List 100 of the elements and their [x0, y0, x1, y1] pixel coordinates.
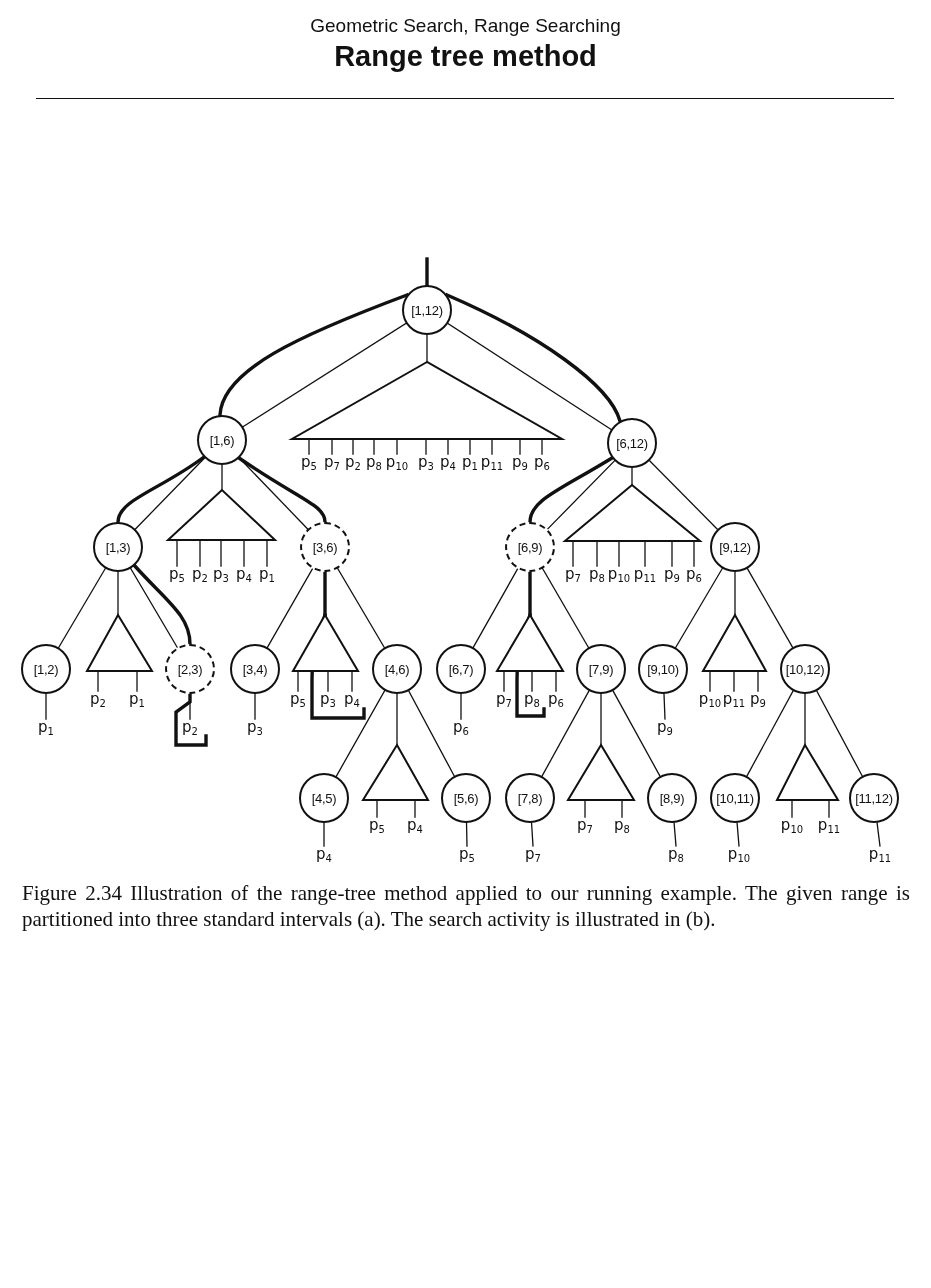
point-label: p$_{8}$ — [524, 691, 540, 709]
interval-label: [2,3) — [177, 661, 203, 677]
tree-edge — [648, 460, 719, 530]
search-path — [116, 455, 206, 524]
tree-edge — [746, 568, 794, 648]
tree-node-circle — [300, 522, 350, 572]
point-label: p$_{5}$ — [301, 454, 317, 472]
tree-edge — [242, 322, 407, 428]
subtree-triangle — [293, 615, 358, 671]
tree-edge — [876, 822, 881, 847]
point-label: p$_{7}$ — [525, 846, 541, 864]
tree-edge — [396, 693, 398, 746]
tree-edge — [266, 568, 314, 648]
point-label: p$_{10}$ — [607, 566, 631, 584]
point-label: p$_{9}$ — [664, 566, 680, 584]
tree-node-circle — [436, 644, 486, 694]
point-label: p$_{7}$ — [324, 454, 340, 472]
tree-edge — [472, 568, 519, 648]
point-label: p$_{3}$ — [213, 566, 229, 584]
interval-label: [9,12) — [719, 539, 751, 555]
tree-node-circle — [638, 644, 688, 694]
tree-edge — [254, 693, 256, 720]
tree-node-circle — [505, 522, 555, 572]
tree-edge — [58, 567, 106, 649]
subtree-triangle — [565, 485, 700, 541]
point-label: p$_{5}$ — [459, 846, 475, 864]
search-path — [528, 570, 532, 617]
point-label: p$_{4}$ — [316, 846, 332, 864]
interval-label: [1,2) — [33, 661, 59, 677]
tree-edge — [663, 693, 666, 720]
tree-node-circle — [647, 773, 697, 823]
tree-edge — [130, 567, 178, 649]
tree-node-circle — [710, 773, 760, 823]
point-label: p$_{4}$ — [407, 817, 423, 835]
point-label: p$_{11}$ — [817, 817, 841, 835]
subtree-triangle — [87, 615, 152, 671]
search-path — [425, 257, 429, 287]
tree-edge — [541, 567, 590, 649]
interval-label: [7,9) — [588, 661, 614, 677]
interval-label: [9,10) — [647, 661, 679, 677]
tree-edge — [323, 822, 325, 847]
tree-node-circle — [576, 644, 626, 694]
interval-label: [1,3) — [105, 539, 131, 555]
search-path — [174, 692, 208, 747]
tree-node-circle — [710, 522, 760, 572]
subtree-triangle — [703, 615, 766, 671]
interval-label: [5,6) — [453, 790, 479, 806]
point-label: p$_{5}$ — [369, 817, 385, 835]
search-path — [218, 293, 409, 417]
tree-node-circle — [607, 418, 657, 468]
title: Range tree method — [333, 40, 598, 73]
search-path — [237, 456, 327, 524]
search-path — [528, 456, 614, 524]
interval-label: [10,11) — [716, 790, 754, 806]
interval-label: [1,12) — [411, 302, 443, 318]
point-label: p$_{4}$ — [344, 691, 360, 709]
tree-edge — [612, 690, 661, 777]
point-label: p$_{7}$ — [496, 691, 512, 709]
tree-node-circle — [21, 644, 71, 694]
tree-edge — [408, 690, 455, 777]
point-label: p$_{8}$ — [589, 566, 605, 584]
tree-edge — [465, 822, 468, 847]
interval-label: [7,8) — [517, 790, 543, 806]
point-label: p$_{6}$ — [534, 454, 550, 472]
point-label: p$_{11}$ — [868, 846, 892, 864]
tree-edge — [673, 822, 677, 847]
point-label: p$_{9}$ — [512, 454, 528, 472]
tree-edge — [117, 571, 119, 616]
interval-label: [6,12) — [616, 435, 648, 451]
point-label: p$_{10}$ — [727, 846, 751, 864]
point-label: p$_{1}$ — [129, 691, 145, 709]
tree-node-circle — [780, 644, 830, 694]
tree-node-circle — [299, 773, 349, 823]
search-path — [445, 293, 622, 423]
tree-edge — [631, 467, 633, 486]
point-label: p$_{3}$ — [418, 454, 434, 472]
interval-label: [6,9) — [517, 539, 543, 555]
tree-edge — [221, 464, 223, 491]
interval-label: [4,5) — [311, 790, 337, 806]
point-label: p$_{1}$ — [462, 454, 478, 472]
point-label: p$_{6}$ — [453, 719, 469, 737]
point-label: p$_{8}$ — [614, 817, 630, 835]
tree-edge — [426, 334, 428, 363]
interval-label: [6,7) — [448, 661, 474, 677]
interval-label: [3,6) — [312, 539, 338, 555]
point-label: p$_{11}$ — [633, 566, 657, 584]
point-label: p$_{1}$ — [259, 566, 275, 584]
tree-edge — [734, 571, 736, 616]
tree-edge — [816, 690, 863, 777]
subtree-triangle — [497, 615, 563, 671]
point-label: p$_{6}$ — [548, 691, 564, 709]
point-label: p$_{2}$ — [192, 566, 208, 584]
point-label: p$_{8}$ — [668, 846, 684, 864]
figure-caption: Figure 2.34 Illustration of the range-tree method applied to our running example. The given range is partitioned into three standard intervals (a). The search activity is illustrated in (b). — [22, 880, 910, 932]
tree-edge — [675, 567, 723, 649]
header-text: Geometric Search, Range Searching — [309, 15, 622, 37]
point-label: p$_{7}$ — [565, 566, 581, 584]
interval-label: [3,4) — [242, 661, 268, 677]
subtree-triangle — [363, 745, 428, 800]
point-label: p$_{10}$ — [780, 817, 804, 835]
